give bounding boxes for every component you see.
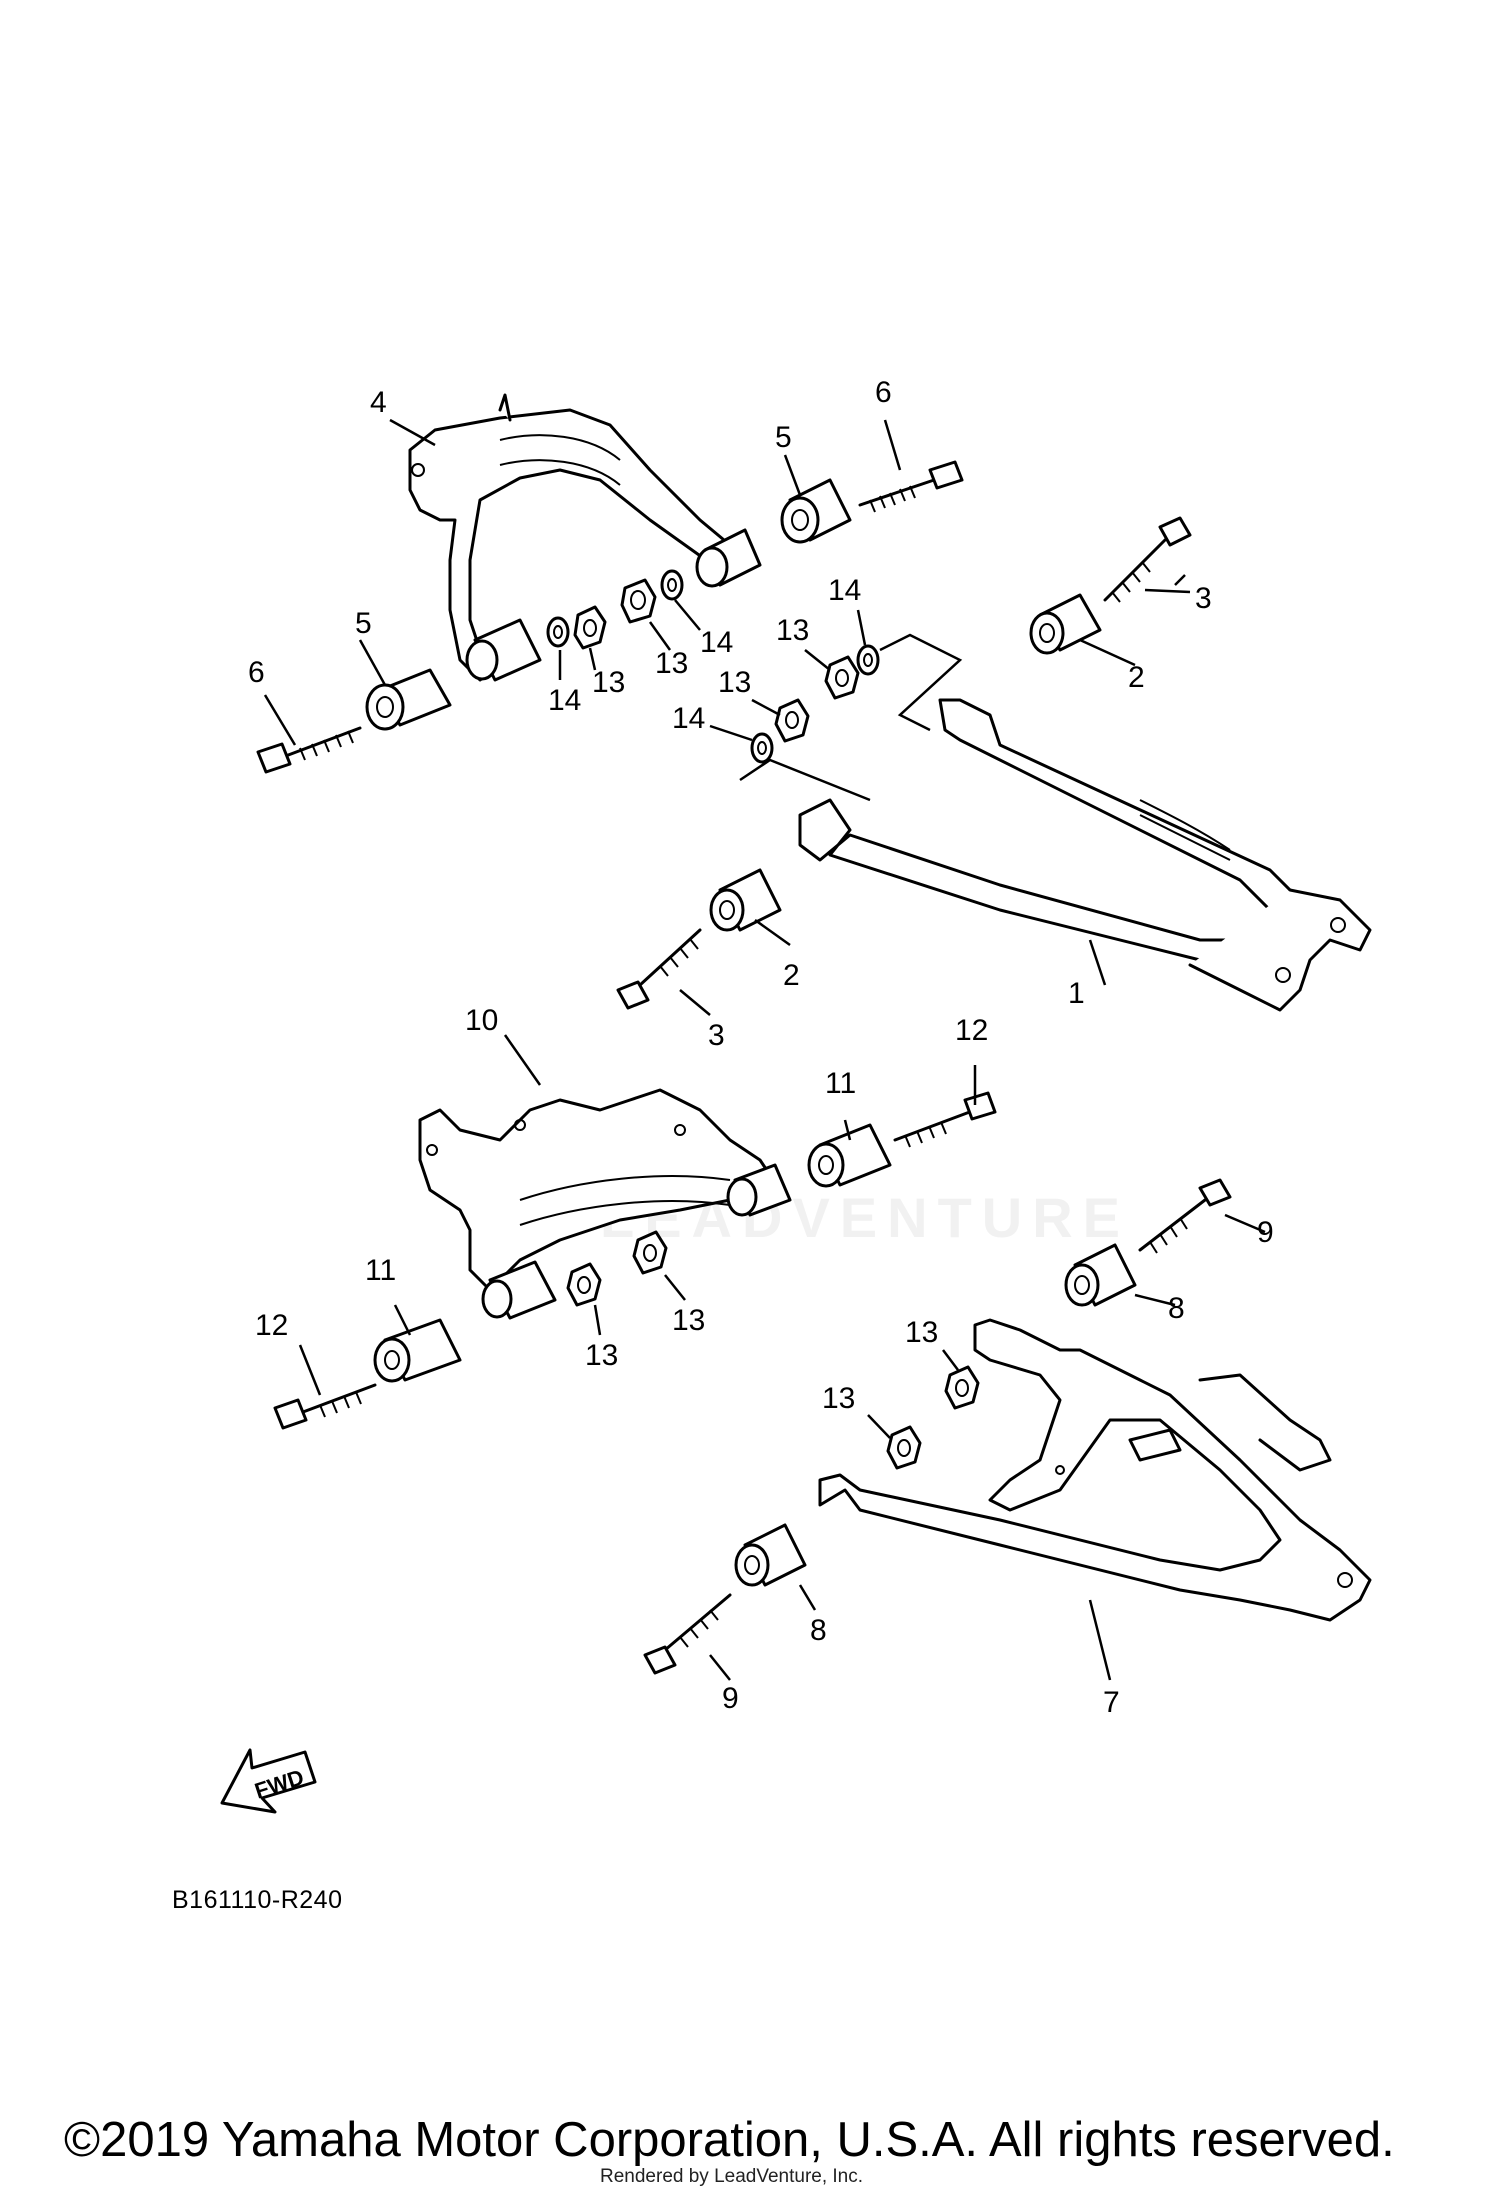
washer-part-14-a bbox=[546, 616, 570, 648]
callout-10: 10 bbox=[465, 1004, 498, 1037]
bushing-part-2-upper bbox=[1029, 593, 1102, 655]
callout-2: 2 bbox=[783, 959, 800, 992]
callout-14: 14 bbox=[700, 626, 733, 659]
assembly-bracket-line-a bbox=[739, 758, 871, 802]
callout-13: 13 bbox=[672, 1304, 705, 1337]
lower-arm-part-7 bbox=[818, 1318, 1372, 1622]
callout-11: 11 bbox=[365, 1254, 396, 1287]
upper-arm-part-1 bbox=[798, 698, 1372, 1012]
callout-3: 3 bbox=[708, 1019, 725, 1052]
nut-part-13-a bbox=[573, 605, 607, 650]
callout-8: 8 bbox=[810, 1614, 827, 1647]
washer-part-14-d bbox=[750, 732, 774, 764]
lower-arm-part-10 bbox=[418, 1088, 772, 1292]
bushing-part-11-right bbox=[726, 1123, 892, 1217]
nut-part-13-g bbox=[944, 1365, 980, 1410]
assembly-bracket-line-b bbox=[879, 633, 963, 732]
callout-13: 13 bbox=[822, 1382, 855, 1415]
callout-9: 9 bbox=[722, 1682, 739, 1715]
rendered-by-notice: Rendered by LeadVenture, Inc. bbox=[600, 2166, 864, 2187]
callout-13: 13 bbox=[655, 647, 688, 680]
callout-11: 11 bbox=[825, 1067, 856, 1100]
callout-13: 13 bbox=[718, 666, 751, 699]
leader-lines bbox=[263, 418, 1266, 1681]
bolt-part-6-left bbox=[256, 726, 362, 774]
nut-part-13-d bbox=[774, 698, 810, 743]
callout-4: 4 bbox=[370, 386, 387, 419]
nut-part-13-c bbox=[824, 655, 860, 700]
callout-6: 6 bbox=[248, 656, 265, 689]
bushing-part-11-left bbox=[373, 1260, 557, 1383]
diagram-reference-code: B161110-R240 bbox=[172, 1886, 343, 1914]
bolt-part-3-upper bbox=[1103, 516, 1192, 603]
callout-7: 7 bbox=[1103, 1686, 1120, 1719]
bushing-part-8-lower bbox=[734, 1523, 807, 1587]
callout-8: 8 bbox=[1168, 1292, 1185, 1325]
callout-2: 2 bbox=[1128, 661, 1145, 694]
nut-part-13-b bbox=[620, 578, 657, 624]
callout-13: 13 bbox=[905, 1316, 938, 1349]
upper-arm-part-4 bbox=[408, 393, 742, 682]
bolt-part-9-upper bbox=[1138, 1178, 1232, 1254]
callout-12: 12 bbox=[955, 1014, 988, 1047]
bolt-part-12-left bbox=[273, 1383, 377, 1430]
callout-6: 6 bbox=[875, 376, 892, 409]
bolt-part-6-right bbox=[858, 460, 964, 513]
bushing-part-5-right bbox=[695, 478, 852, 588]
nut-part-13-f bbox=[632, 1230, 668, 1275]
callout-3: 3 bbox=[1195, 582, 1212, 615]
callout-5: 5 bbox=[775, 421, 792, 454]
bushing-part-5-left bbox=[365, 618, 542, 731]
bolt-part-12-right bbox=[893, 1091, 997, 1148]
bolt-part-9-lower bbox=[643, 1593, 732, 1675]
nut-part-13-e bbox=[566, 1262, 602, 1307]
callout-5: 5 bbox=[355, 607, 372, 640]
washer-part-14-c bbox=[856, 644, 880, 676]
callout-labels: 4 5 6 5 6 3 2 14 13 13 14 13 14 13 14 2 … bbox=[248, 376, 1274, 1719]
callout-13: 13 bbox=[592, 666, 625, 699]
callout-1: 1 bbox=[1068, 977, 1085, 1010]
callout-14: 14 bbox=[672, 702, 705, 735]
callout-13: 13 bbox=[585, 1339, 618, 1372]
nut-part-13-h bbox=[886, 1425, 922, 1470]
fwd-arrow-icon: FWD bbox=[220, 1748, 317, 1814]
callout-13: 13 bbox=[776, 614, 809, 647]
callout-12: 12 bbox=[255, 1309, 288, 1342]
bolt-part-3-lower bbox=[616, 928, 702, 1010]
washer-part-14-b bbox=[660, 569, 684, 601]
callout-14: 14 bbox=[828, 574, 861, 607]
callout-9: 9 bbox=[1257, 1216, 1274, 1249]
bushing-part-8-upper bbox=[1064, 1243, 1137, 1307]
copyright-notice: ©2019 Yamaha Motor Corporation, U.S.A. A… bbox=[64, 2113, 1395, 2167]
callout-14: 14 bbox=[548, 684, 581, 717]
bushing-part-2-lower bbox=[709, 868, 782, 932]
